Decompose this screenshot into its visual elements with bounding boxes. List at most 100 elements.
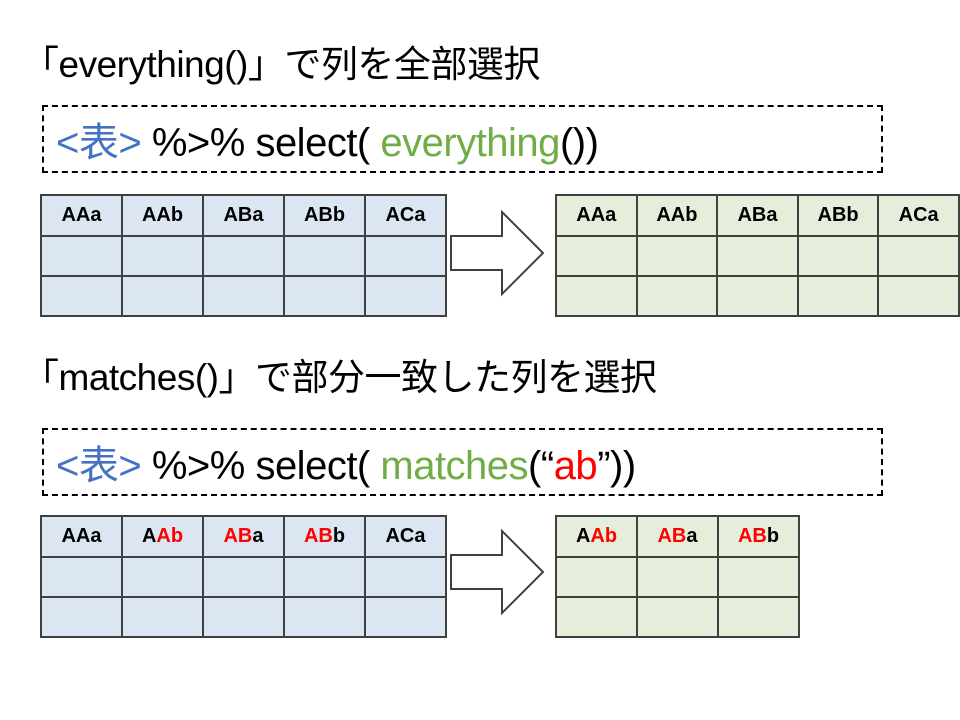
table-cell [202, 596, 285, 638]
column-header: AAb [555, 515, 638, 558]
header-text-segment: AAa [576, 204, 617, 226]
code-segment: everything [380, 121, 560, 165]
header-text-segment: ABb [303, 204, 346, 226]
table-cell [877, 235, 960, 277]
header-text-segment: a [686, 525, 698, 547]
table-cell [796, 275, 880, 317]
table-cell [121, 596, 204, 638]
column-header: ABa [716, 194, 799, 237]
table-cell [364, 235, 447, 277]
code-segment: <表> [56, 121, 142, 165]
header-text-segment: AAb [656, 204, 698, 226]
table-cell [635, 275, 719, 317]
table-cell [283, 556, 366, 598]
table-cell [121, 556, 204, 598]
header-text-segment: ACa [385, 204, 426, 226]
table-cell [40, 275, 123, 317]
code-box: <表> %>% select( matches(“ab”)) [42, 428, 883, 496]
code-segment: %>% select( [141, 444, 381, 488]
code-line: <表> %>% select( matches(“ab”)) [56, 433, 636, 491]
header-text-segment: Ab [156, 525, 184, 547]
table-row [555, 596, 800, 638]
table-row [40, 275, 447, 317]
table-cell [636, 596, 719, 638]
code-segment: %>% select( [141, 121, 381, 165]
section-title: 「matches()」で部分一致した列を選択 [22, 357, 657, 398]
column-header: ABa [636, 515, 719, 558]
source-table: AAa AAb ABa ABb ACa [40, 194, 447, 317]
table-cell [635, 235, 719, 277]
table-cell [283, 596, 366, 638]
code-segment: ()) [559, 121, 599, 165]
code-box: <表> %>% select( everything()) [42, 105, 883, 173]
header-text-segment: b [332, 525, 346, 547]
table-cell [555, 235, 638, 277]
header-text-segment: A [141, 525, 157, 547]
code-segment: <表> [56, 444, 142, 488]
header-row: AAa AAb ABa ABb ACa [555, 194, 960, 237]
header-text-segment: AAb [141, 204, 184, 226]
table-cell [202, 556, 285, 598]
header-text-segment: ACa [898, 204, 939, 226]
header-text-segment: AB [223, 525, 253, 547]
table-cell [40, 235, 123, 277]
table-row [555, 275, 960, 317]
column-header: AAb [121, 194, 204, 237]
table-cell [202, 235, 285, 277]
table-cell [121, 235, 204, 277]
header-text-segment: Ab [590, 525, 618, 547]
table-cell [121, 275, 204, 317]
table-cell [796, 235, 880, 277]
table-cell [364, 596, 447, 638]
header-row: AAa AAb ABa ABb ACa [40, 194, 447, 237]
table-cell [636, 556, 719, 598]
header-text-segment: AB [657, 525, 687, 547]
table-cell [717, 596, 800, 638]
table-cell [717, 556, 800, 598]
header-text-segment: A [575, 525, 591, 547]
header-text-segment: AB [303, 525, 333, 547]
column-header: AAb [121, 515, 204, 558]
table-cell [40, 596, 123, 638]
right-arrow-icon [450, 524, 545, 620]
column-header: ACa [364, 515, 447, 558]
column-header: ABb [796, 194, 880, 237]
table-cell [555, 596, 638, 638]
table-row [40, 556, 447, 598]
column-header: ACa [877, 194, 960, 237]
column-header: ABb [717, 515, 800, 558]
code-line: <表> %>% select( everything()) [56, 110, 599, 168]
header-text-segment: AAa [61, 204, 102, 226]
column-header: AAa [555, 194, 638, 237]
column-header: ACa [364, 194, 447, 237]
header-text-segment: ABa [737, 204, 778, 226]
section-title: 「everything()」で列を全部選択 [22, 44, 540, 85]
code-segment: ”)) [597, 444, 636, 488]
header-text-segment: AB [737, 525, 767, 547]
table-row [40, 596, 447, 638]
table-row [555, 556, 800, 598]
header-text-segment: AAa [61, 525, 102, 547]
table-cell [202, 275, 285, 317]
code-segment: matches [380, 444, 529, 488]
code-segment: ab [553, 444, 598, 488]
table-cell [283, 275, 366, 317]
header-text-segment: ABa [223, 204, 264, 226]
header-text-segment: ABb [817, 204, 859, 226]
column-header: AAb [635, 194, 719, 237]
header-text-segment: b [766, 525, 780, 547]
table-cell [555, 275, 638, 317]
table-cell [364, 556, 447, 598]
column-header: AAa [40, 194, 123, 237]
table-cell [716, 235, 799, 277]
column-header: ABa [202, 194, 285, 237]
table-row [555, 235, 960, 277]
header-text-segment: ACa [385, 525, 426, 547]
table-row [40, 235, 447, 277]
table-cell [555, 556, 638, 598]
column-header: ABa [202, 515, 285, 558]
